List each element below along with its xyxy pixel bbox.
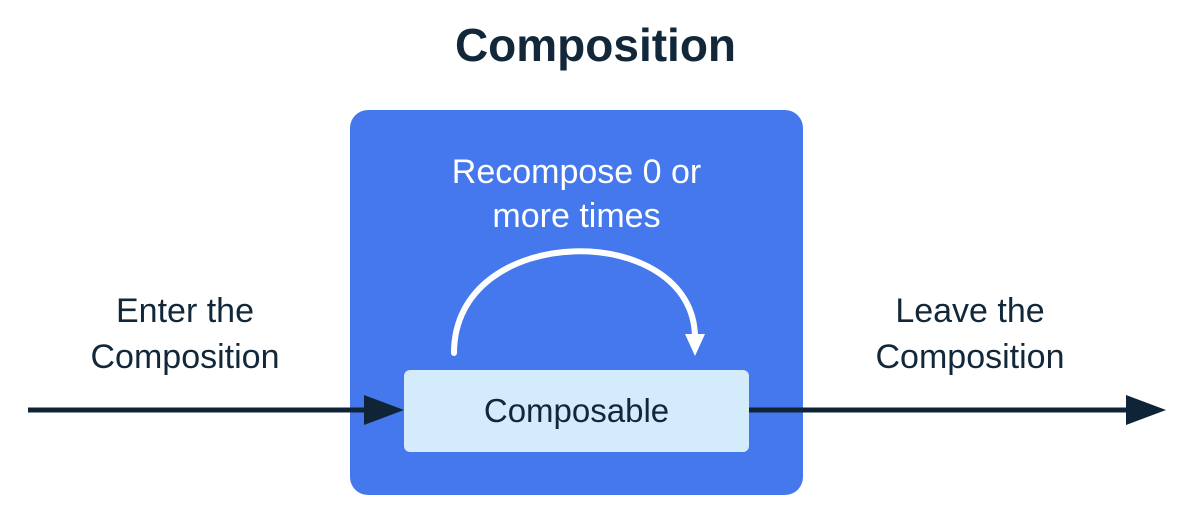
leave-label-line-1: Leave the [895, 292, 1045, 330]
composable-box: Composable [404, 370, 749, 452]
enter-arrow-head [364, 395, 404, 425]
recompose-label-line-1: Recompose 0 or [451, 153, 702, 191]
recompose-loop-arrow-head [685, 334, 705, 356]
enter-label-line-2: Composition [90, 338, 280, 376]
enter-label-line-1: Enter the [116, 292, 254, 330]
diagram-title: Composition [454, 19, 737, 71]
leave-arrow-head [1126, 395, 1166, 425]
recompose-label-line-2: more times [492, 197, 661, 235]
recompose-loop-arrow [451, 248, 698, 356]
enter-label: Enter the Composition [35, 288, 335, 380]
recompose-label: Recompose 0 or more times [350, 150, 803, 238]
leave-label-line-2: Composition [875, 338, 1065, 376]
leave-label: Leave the Composition [820, 288, 1120, 380]
